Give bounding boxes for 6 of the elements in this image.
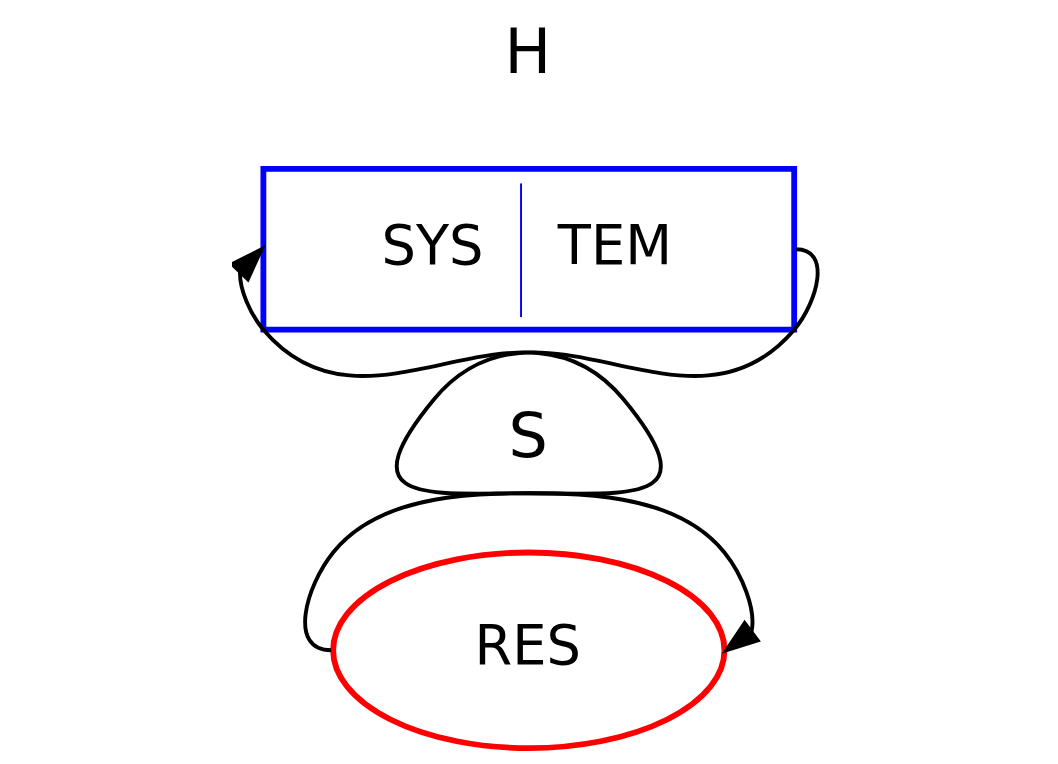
arrow (232, 245, 663, 653)
node-ellipse: RES (330, 549, 728, 752)
arrow (395, 247, 820, 654)
node-box: SYS TEM (260, 166, 798, 333)
label: S (508, 398, 548, 472)
label: H (504, 15, 552, 89)
